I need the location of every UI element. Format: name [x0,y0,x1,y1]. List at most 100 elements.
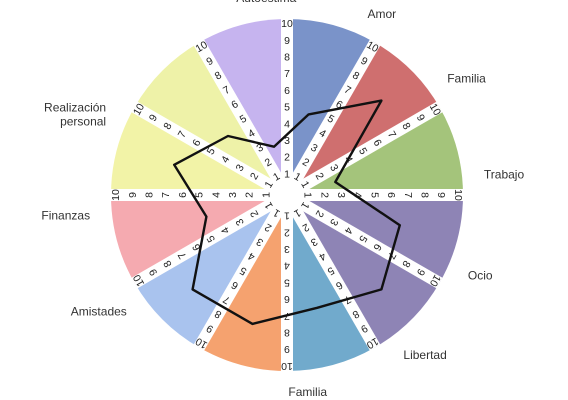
tick-label: 1 [298,200,311,211]
tick-label: 7 [221,84,232,97]
tick-label: 1 [262,179,275,190]
tick-label: 9 [414,112,427,123]
tick-label: 1 [271,206,282,219]
segment-label: Trabajo [484,167,525,181]
tick-label: 2 [263,156,274,169]
tick-label: 5 [356,146,369,157]
tick-label: 6 [370,242,383,253]
tick-label: 2 [248,171,261,182]
tick-label: 4 [352,192,364,198]
tick-label: 4 [246,250,257,263]
segment-label: Ocio [468,269,493,283]
tick-label: 8 [350,307,361,320]
tick-label: 6 [177,192,189,198]
tick-label: 4 [219,225,232,236]
tick-label: 6 [190,137,203,148]
tick-label: 10 [364,335,380,351]
spoke-7 [193,191,293,351]
segment-label: Libertad [403,348,446,362]
sector-7 [134,195,287,348]
tick-label: 7 [385,129,398,140]
tick-label: 5 [238,113,249,126]
tick-label: 4 [342,225,355,236]
tick-label: 5 [238,264,249,277]
tick-label: 10 [110,189,122,201]
segment-label: Amistades [71,304,127,318]
tick-label: 2 [284,226,290,238]
tick-label: 3 [308,142,319,155]
tick-label: 2 [248,208,261,219]
tick-label: 3 [284,243,290,255]
tick-label: 3 [327,162,340,173]
tick-label: 10 [452,189,464,201]
tick-label: 8 [399,121,412,132]
tick-label: 4 [210,192,222,198]
tick-label: 7 [221,293,232,306]
spoke-8 [131,189,291,289]
tick-label: 9 [147,266,160,277]
tick-label: 1 [284,168,290,180]
segment-label: Familia [447,72,486,86]
sector-1 [287,42,440,195]
tick-label: 1 [260,192,272,198]
tick-label: 5 [205,233,218,244]
score-polygon [172,99,401,326]
tick-label: 1 [271,170,282,183]
tick-label: 1 [298,179,311,190]
tick-label: 7 [176,250,189,261]
tick-label: 2 [313,208,326,219]
tick-label: 9 [204,322,215,335]
sector-10 [134,42,287,195]
tick-label: 2 [300,221,311,234]
tick-label: 4 [219,154,232,165]
tick-label: 10 [281,360,293,372]
tick-label: 4 [317,127,328,140]
tick-label: 5 [368,192,380,198]
tick-label: 9 [359,55,370,68]
segment-label: Amor [368,7,397,21]
tick-label: 4 [246,127,257,140]
tick-label: 8 [213,69,224,82]
sector-4 [287,195,440,348]
tick-label: 3 [227,192,239,198]
tick-label: 5 [325,113,336,126]
tick-label: 5 [325,264,336,277]
tick-label: 5 [284,102,290,114]
tick-label: 8 [213,307,224,320]
wheel-labels: AmorFamiliaTrabajoOcioLibertadFamiliaAmi… [41,0,524,399]
tick-label: 9 [127,192,139,198]
tick-label: 5 [356,233,369,244]
tick-label: 10 [193,335,209,351]
tick-label: 9 [204,55,215,68]
segment-label: Finanzas [41,209,90,223]
tick-label: 8 [144,192,156,198]
tick-label: 10 [364,39,380,55]
tick-label: 6 [334,98,345,111]
tick-label: 8 [284,52,290,64]
tick-label: 1 [262,200,275,211]
spoke-2 [283,101,443,201]
tick-label: 6 [370,137,383,148]
tick-label: 9 [358,322,369,335]
tick-label: 2 [313,171,326,182]
wheel-spokes [111,19,463,371]
tick-label: 4 [284,118,290,130]
tick-label: 4 [317,250,328,263]
tick-label: 8 [161,258,174,269]
tick-label: 6 [284,85,290,97]
tick-label: 7 [160,192,172,198]
spoke-5 [281,191,381,351]
tick-label: 10 [427,102,443,118]
tick-label: 10 [281,18,293,30]
tick-label: 5 [205,146,218,157]
spoke-1 [281,39,381,199]
tick-label: 6 [284,293,290,305]
spoke-4 [283,189,443,289]
tick-label: 8 [161,121,174,132]
tick-label: 8 [399,258,412,269]
tick-label: 10 [131,101,147,117]
tick-label: 3 [327,216,340,227]
tick-label: 4 [284,260,290,272]
